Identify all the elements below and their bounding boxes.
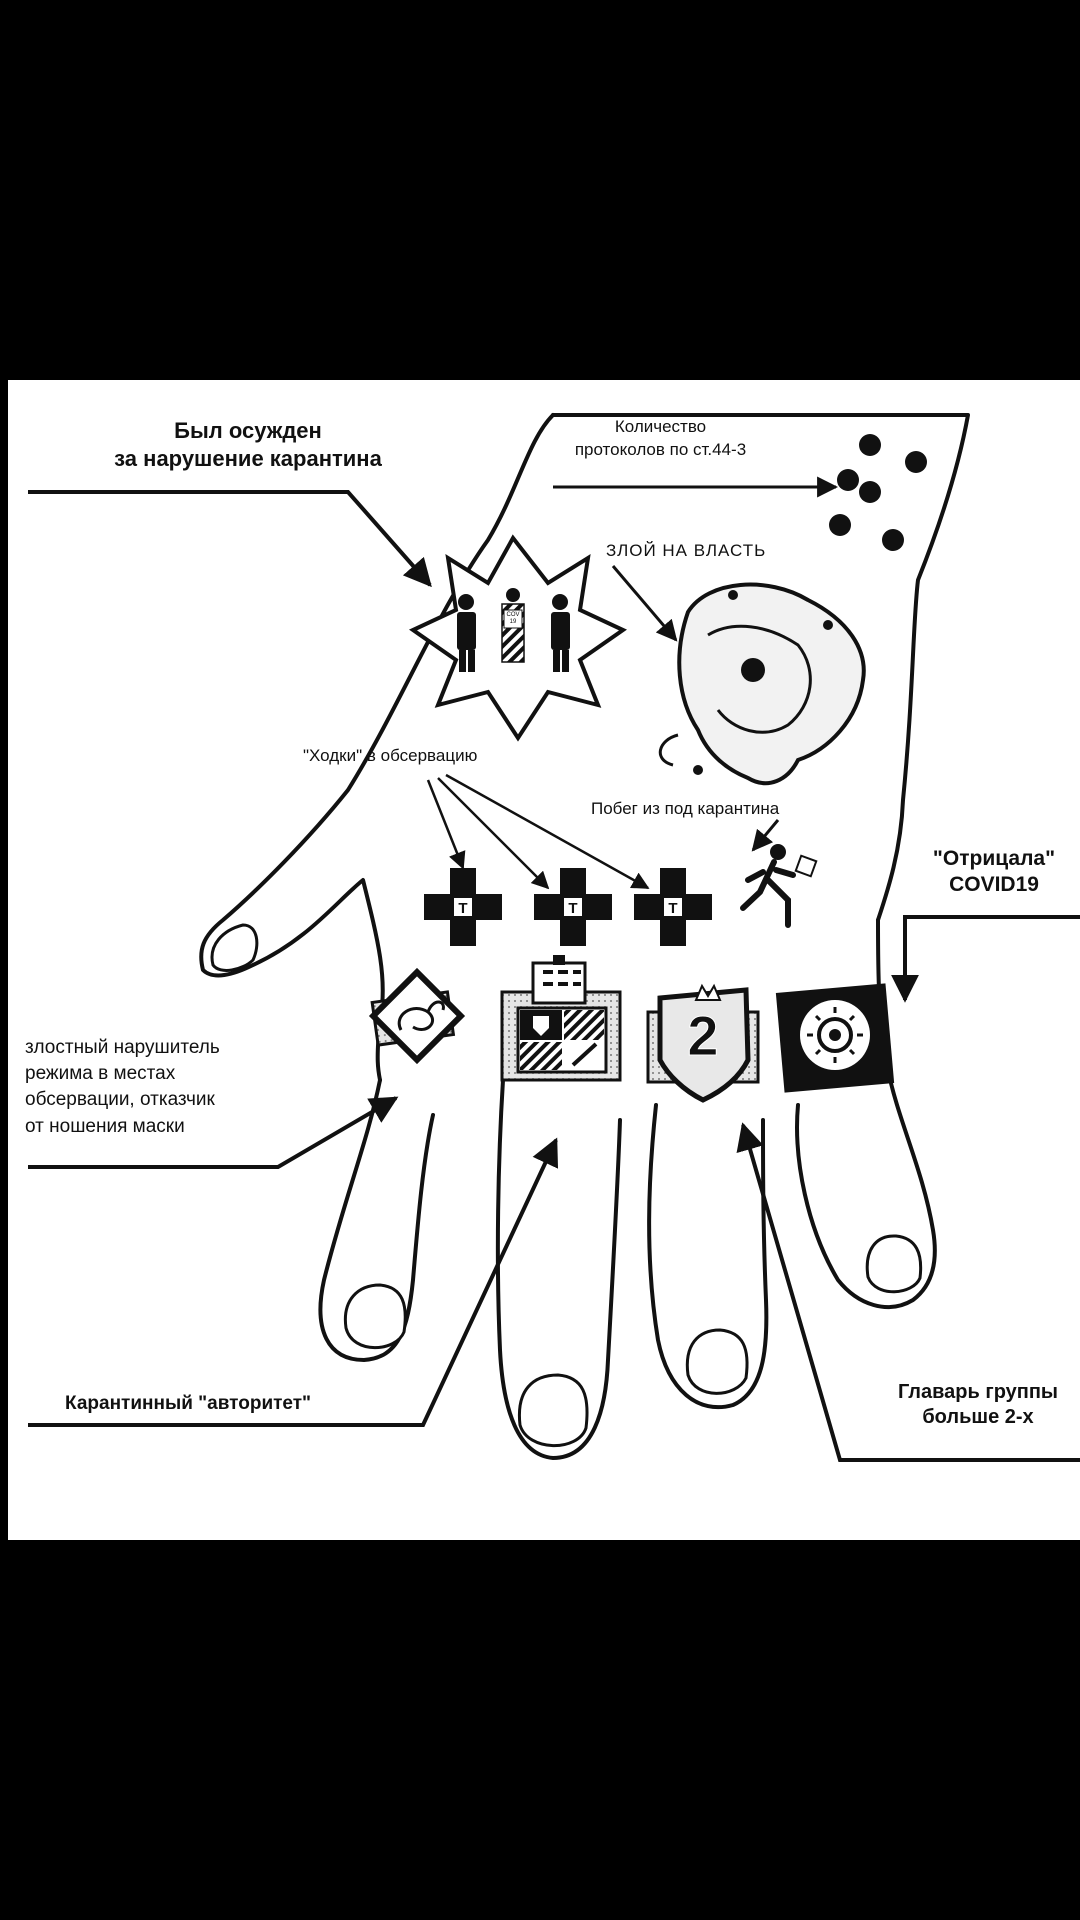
cov-tag: COV 19 <box>506 612 520 625</box>
ring-nail <box>685 1328 749 1395</box>
leader-lines <box>28 476 1080 1462</box>
protocol-dot <box>882 529 904 551</box>
ring-index <box>368 967 466 1065</box>
hand-outline <box>199 413 970 1460</box>
evil-arrow <box>611 565 678 642</box>
ring-pinky <box>775 983 895 1093</box>
syringe-icon <box>571 1042 598 1067</box>
denier-arrow <box>891 915 1080 1003</box>
prisoner-icon <box>501 588 525 663</box>
cross-letter: Т <box>668 900 677 917</box>
hand-back <box>551 413 970 922</box>
protocol-dot <box>859 481 881 503</box>
protocol-dot <box>905 451 927 473</box>
leader-arrow <box>736 1122 1080 1462</box>
ring-finger <box>647 1103 769 1410</box>
middle-finger <box>495 1078 622 1460</box>
snake-icon <box>397 1000 445 1031</box>
cross-icon: Т <box>424 868 502 946</box>
guard-right-icon <box>551 594 570 672</box>
hospital-icon <box>531 955 587 1005</box>
label-leader: Главарь группы больше 2-х <box>897 1381 1059 1428</box>
cross-letter: Т <box>568 900 577 917</box>
authority-arrow <box>28 1137 559 1427</box>
nails <box>210 923 923 1448</box>
index-nail <box>343 1283 407 1350</box>
middle-nail <box>517 1373 589 1448</box>
label-escape: Побег из под карантина <box>591 799 780 818</box>
label-protocols: Количество протоколов по ст.44-3 <box>574 417 747 459</box>
virus-icon <box>807 1007 863 1063</box>
protocol-dots <box>829 434 927 551</box>
index-finger <box>318 1078 435 1362</box>
label-violator: злостный нарушитель режима в местах обсе… <box>25 1037 220 1137</box>
crown-number: 2 <box>687 1004 719 1067</box>
walks-arrow-1 <box>426 779 466 870</box>
cross-letter: Т <box>458 900 467 917</box>
ring-ring <box>646 983 760 1103</box>
protocol-dot <box>829 514 851 536</box>
thumb <box>199 413 555 1082</box>
label-evil-power: ЗЛОЙ НА ВЛАСТЬ <box>606 541 767 560</box>
protocol-dot <box>837 469 859 491</box>
ring-middle <box>500 955 622 1082</box>
guard-left-icon <box>457 594 476 672</box>
crest-icon <box>516 1006 608 1074</box>
convicted-arrow <box>28 490 432 588</box>
violator-arrow <box>28 1096 399 1169</box>
protocol-dot <box>859 434 881 456</box>
walks-arrow-3 <box>445 773 650 890</box>
label-walks: "Ходки" в обсервацию <box>303 746 478 765</box>
jester-icon <box>659 582 866 786</box>
cross-icon: Т <box>534 868 612 946</box>
pinky-nail <box>865 1234 923 1294</box>
thumb-nail <box>210 923 259 972</box>
prison-star <box>409 534 627 742</box>
shield-icon <box>657 987 751 1103</box>
crown-icon <box>694 983 722 1001</box>
escape-arrow <box>751 819 780 852</box>
label-convicted: Был осужден за нарушение карантина <box>114 418 382 471</box>
label-denier: "Отрицала" COVID19 <box>932 847 1056 897</box>
walks-arrow-2 <box>437 777 550 890</box>
cross-icon: Т <box>634 868 712 946</box>
runner-icon <box>740 844 818 928</box>
label-authority: Карантинный "авторитет" <box>65 1393 312 1414</box>
